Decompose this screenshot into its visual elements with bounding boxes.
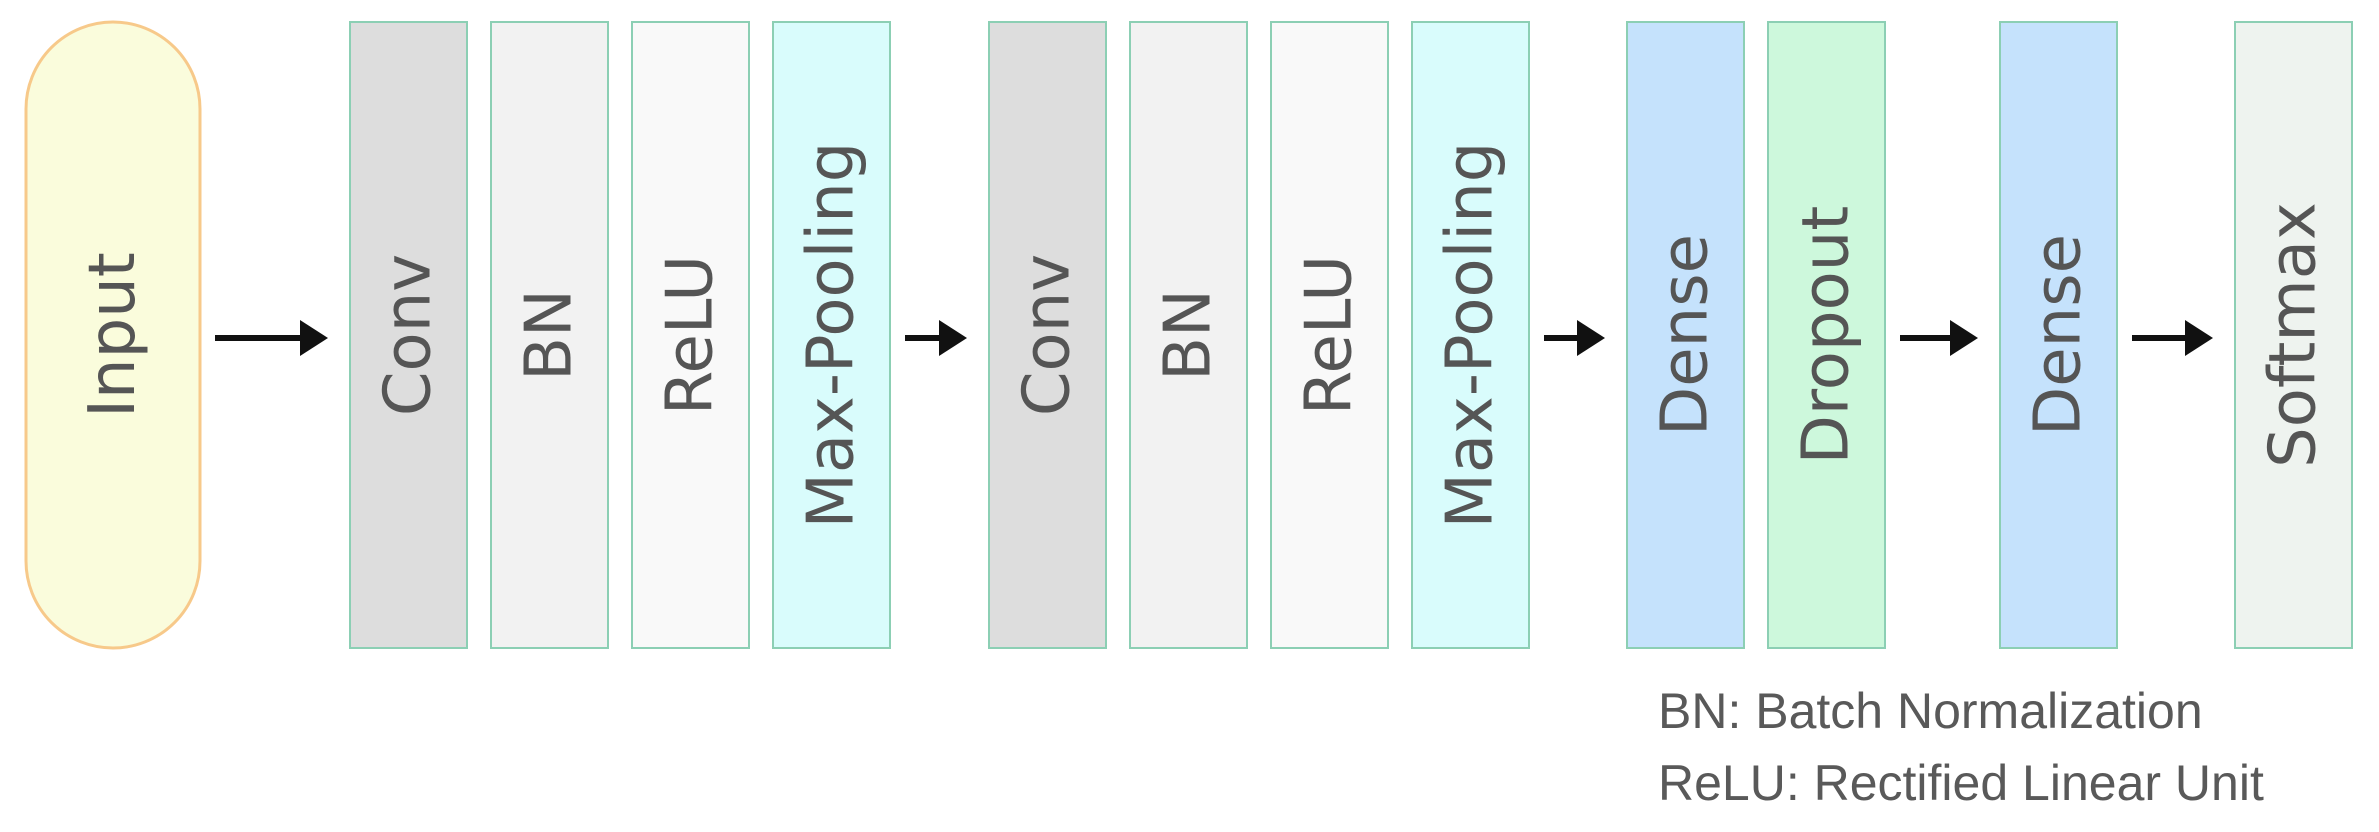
block-dense-2: Dense xyxy=(1999,21,2118,649)
block-conv-2-label: Conv xyxy=(1011,254,1085,416)
block-input-label: Input xyxy=(76,252,150,418)
arrow-maxpool-2-to-dense-1 xyxy=(1544,320,1605,356)
block-maxpool-1: Max-Pooling xyxy=(772,21,891,649)
block-bn-2-shape xyxy=(1129,21,1248,649)
block-relu-1: ReLU xyxy=(631,21,750,649)
block-maxpool-2-label: Max-Pooling xyxy=(1434,142,1508,529)
block-bn-1-label: BN xyxy=(513,289,587,381)
block-dropout-shape xyxy=(1767,21,1886,649)
block-maxpool-2: Max-Pooling xyxy=(1411,21,1530,649)
block-dense-1-label: Dense xyxy=(1649,234,1723,436)
block-softmax-label: Softmax xyxy=(2257,202,2331,468)
block-conv-2: Conv xyxy=(988,21,1107,649)
block-relu-2-shape xyxy=(1270,21,1389,649)
block-input-shape xyxy=(24,20,202,650)
arrow-input-to-conv-1 xyxy=(215,320,328,356)
block-relu-2-label: ReLU xyxy=(1293,255,1367,415)
block-conv-1: Conv xyxy=(349,21,468,649)
arrow-dense-2-to-softmax xyxy=(2132,320,2213,356)
block-dropout: Dropout xyxy=(1767,21,1886,649)
block-dense-1-shape xyxy=(1626,21,1745,649)
block-bn-2: BN xyxy=(1129,21,1248,649)
block-bn-1-shape xyxy=(490,21,609,649)
block-input: Input xyxy=(24,20,202,650)
block-dense-2-label: Dense xyxy=(2022,234,2096,436)
legend-bn: BN: Batch Normalization xyxy=(1658,683,2203,739)
legend-relu: ReLU: Rectified Linear Unit xyxy=(1658,755,2264,811)
block-softmax-shape xyxy=(2234,21,2353,649)
block-dense-1: Dense xyxy=(1626,21,1745,649)
block-relu-2: ReLU xyxy=(1270,21,1389,649)
block-bn-2-label: BN xyxy=(1152,289,1226,381)
block-conv-1-label: Conv xyxy=(372,254,446,416)
block-relu-1-shape xyxy=(631,21,750,649)
block-dropout-label: Dropout xyxy=(1790,206,1864,465)
block-dense-2-shape xyxy=(1999,21,2118,649)
block-softmax: Softmax xyxy=(2234,21,2353,649)
block-conv-1-shape xyxy=(349,21,468,649)
block-maxpool-1-shape xyxy=(772,21,891,649)
block-bn-1: BN xyxy=(490,21,609,649)
block-relu-1-label: ReLU xyxy=(654,255,728,415)
arrow-maxpool-1-to-conv-2 xyxy=(905,320,967,356)
block-maxpool-2-shape xyxy=(1411,21,1530,649)
block-maxpool-1-label: Max-Pooling xyxy=(795,142,869,529)
block-conv-2-shape xyxy=(988,21,1107,649)
arrow-dropout-to-dense-2 xyxy=(1900,320,1978,356)
